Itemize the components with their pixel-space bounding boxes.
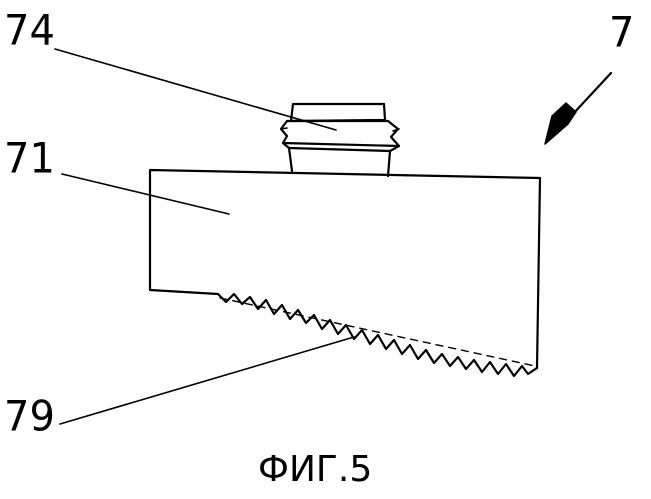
figure-caption: ФИГ.5 (258, 452, 372, 488)
label-79: 79 (4, 396, 55, 438)
leader-71 (62, 174, 229, 214)
threaded-stud (281, 104, 399, 176)
label-71: 71 (4, 138, 55, 180)
label-7: 7 (609, 12, 634, 54)
block-body (150, 170, 540, 368)
serrated-edge (150, 290, 537, 376)
leader-74 (55, 49, 336, 130)
tooth-pitch-line (220, 298, 535, 366)
label-74: 74 (4, 10, 55, 52)
leader-79 (60, 337, 354, 424)
arrow-head-icon (545, 103, 576, 144)
